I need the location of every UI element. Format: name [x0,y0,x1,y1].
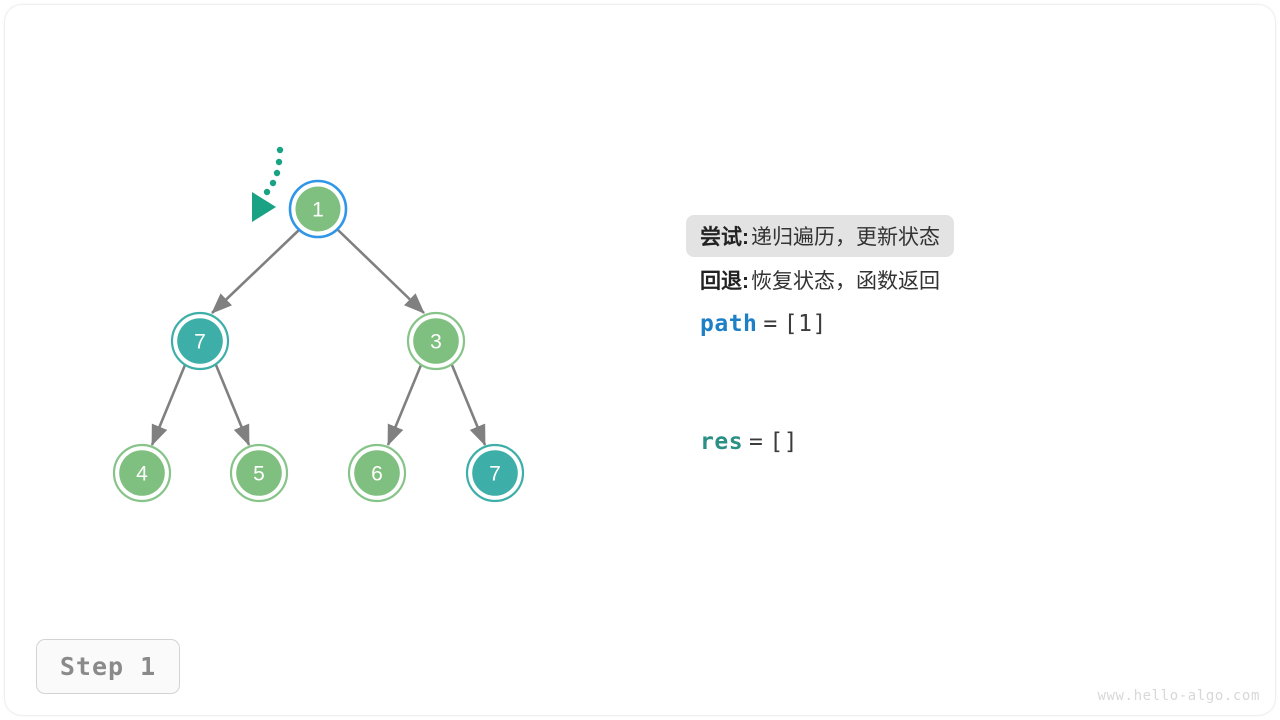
watermark-text: www.hello-algo.com [1097,688,1260,704]
pointer-dot [273,169,281,177]
pointer-dot [263,188,271,196]
node-ring [229,443,289,503]
site-watermark: www.hello-algo.com [1097,688,1260,704]
node-body [236,450,282,496]
res-value: [] [769,429,799,455]
info-row-retreat: 回退: 恢复状态，函数返回 [686,258,1206,302]
path-equals-sign: = [763,311,778,337]
node-ring [465,443,525,503]
tree-node-4[interactable]: 4 [112,443,172,503]
edge-7-to-5 [214,364,251,446]
node-inner-gap [115,446,169,500]
tree-node-5[interactable]: 5 [229,443,289,503]
node-label: 6 [371,463,383,486]
node-body [354,450,400,496]
tree-node-7-left[interactable]: 7 [170,311,230,371]
path-value: [1] [783,311,827,337]
retreat-text: 恢复状态，函数返回 [751,270,940,293]
node-inner-gap [232,446,286,500]
node-inner-gap [468,446,522,500]
res-state-expression: res=[] [686,429,812,455]
node-label: 7 [489,463,501,486]
edge-3-to-6 [386,364,423,446]
node-inner-gap [292,183,344,235]
node-body [413,318,459,364]
pointer-dot [269,179,277,187]
node-inner-gap [350,446,404,500]
edge-3-to-7 [450,364,487,446]
retreat-label: 回退: [700,270,749,293]
tree-node-6[interactable]: 6 [347,443,407,503]
node-label: 1 [312,199,324,222]
attempt-annotation: 尝试: 递归遍历，更新状态 [686,215,954,257]
step-badge: Step 1 [36,639,180,694]
node-body [177,318,223,364]
edge-1-to-7 [211,229,300,314]
node-label: 7 [194,331,206,354]
info-row-path: path=[1] [686,302,1206,346]
path-variable-name: path [700,311,758,337]
state-info-panel: 尝试: 递归遍历，更新状态 回退: 恢复状态，函数返回 path=[1] res… [686,214,1206,464]
node-ring [406,311,466,371]
tree-node-1[interactable]: 1 [288,179,348,239]
info-row-res: res=[] [686,420,1206,464]
recursion-entry-pointer [252,146,284,222]
tree-edges [150,229,487,446]
node-inner-gap [173,314,227,368]
node-label: 3 [430,331,442,354]
node-ring [347,443,407,503]
tree-node-3[interactable]: 3 [406,311,466,371]
edge-1-to-3 [337,229,425,314]
res-variable-name: res [700,429,744,455]
attempt-label: 尝试: [700,226,749,249]
node-label: 4 [136,463,148,486]
pointer-dot [276,146,284,154]
info-row-spacer [686,346,1206,420]
retreat-annotation: 回退: 恢复状态，函数返回 [686,259,954,301]
edge-7-to-4 [150,364,187,446]
node-ring [112,443,172,503]
tree-node-7-right[interactable]: 7 [465,443,525,503]
res-equals-sign: = [749,429,764,455]
node-ring [170,311,230,371]
pointer-dot [275,158,283,166]
node-inner-gap [409,314,463,368]
node-body [472,450,518,496]
node-body [295,186,341,232]
node-active-ring [288,179,348,239]
node-label: 5 [253,463,265,486]
info-row-attempt: 尝试: 递归遍历，更新状态 [686,214,1206,258]
node-body [119,450,165,496]
step-badge-label: Step 1 [59,652,157,681]
attempt-text: 递归遍历，更新状态 [751,226,940,249]
pointer-triangle-icon [252,192,276,222]
path-state-expression: path=[1] [686,311,841,337]
